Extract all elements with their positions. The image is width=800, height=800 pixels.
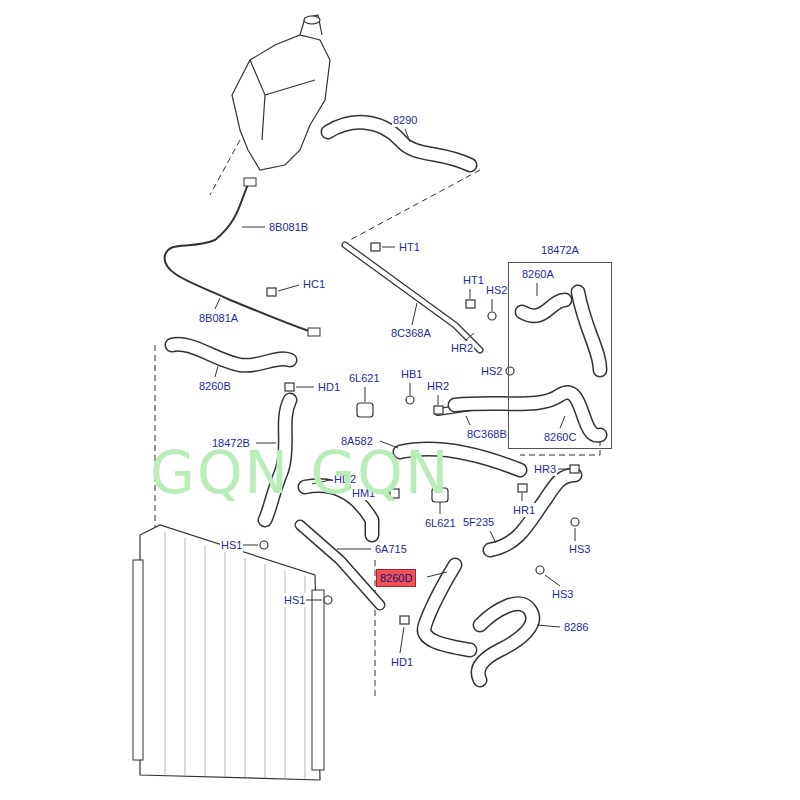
highlighted-callout: 8260D bbox=[376, 569, 416, 587]
group-frame bbox=[508, 262, 612, 449]
callout-number: HS3 bbox=[568, 542, 591, 556]
callout-number: HS3 bbox=[551, 587, 574, 601]
callout-number: HD1 bbox=[317, 380, 341, 394]
callout-number: 8B081A bbox=[198, 311, 239, 325]
callout-number: HC1 bbox=[302, 277, 326, 291]
callout-number: 6A715 bbox=[374, 542, 408, 556]
group-number: 18472A bbox=[508, 243, 612, 257]
callout-number: 8260D bbox=[380, 571, 412, 585]
callout-number: 8286 bbox=[563, 620, 589, 634]
callout-number: 8C368B bbox=[466, 427, 508, 441]
watermark: GQN GQN bbox=[150, 440, 450, 506]
callout-number: HB1 bbox=[400, 367, 423, 381]
callout-number: HT1 bbox=[398, 240, 421, 254]
callout-number: HS2 bbox=[480, 364, 503, 378]
callout-number: 6L621 bbox=[424, 516, 457, 530]
callout-number: 5F235 bbox=[462, 515, 495, 529]
callout-number: 8B081B bbox=[268, 220, 309, 234]
callout-number: HS2 bbox=[485, 283, 508, 297]
callout-number: HS1 bbox=[220, 538, 243, 552]
callout-number: HR3 bbox=[533, 462, 557, 476]
callout-number: HR2 bbox=[426, 379, 450, 393]
callout-number: HD1 bbox=[390, 655, 414, 669]
callout-number: HT1 bbox=[462, 273, 485, 287]
callout-number: 8260C bbox=[543, 430, 577, 444]
callout-number: HR2 bbox=[450, 341, 474, 355]
callout-number: HS1 bbox=[283, 593, 306, 607]
expansion-tank bbox=[232, 15, 330, 170]
callout-number: 8C368A bbox=[390, 326, 432, 340]
callout-number: HR1 bbox=[512, 503, 536, 517]
callout-number: 8260B bbox=[198, 379, 232, 393]
callout-number: 8260A bbox=[521, 267, 555, 281]
callout-number: 6L621 bbox=[348, 371, 381, 385]
callout-number: 8290 bbox=[392, 113, 418, 127]
radiator bbox=[133, 525, 324, 780]
